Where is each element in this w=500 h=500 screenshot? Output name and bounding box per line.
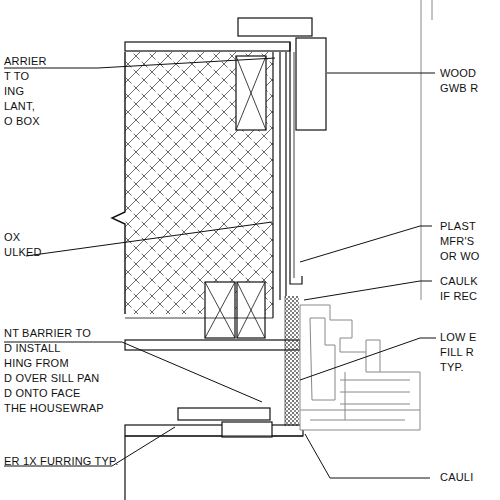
callout-note: CAULK IF REC [440,274,478,304]
callout-note: WOOD GWB R [440,66,478,96]
callout-note: CAULI [440,470,473,485]
callout-note: ER 1X FURRING TYP. [4,454,118,469]
callout-note: LOW E FILL R TYP. [440,330,476,375]
callout-note: PLAST MFR'S OR WO [440,219,480,264]
callout-note: NT BARRIER TO D INSTALL HING FROM D OVER… [4,326,104,416]
callout-note: OX ULKED [4,230,42,260]
callout-note: ARRIER T TO ING LANT, O BOX [4,54,47,129]
